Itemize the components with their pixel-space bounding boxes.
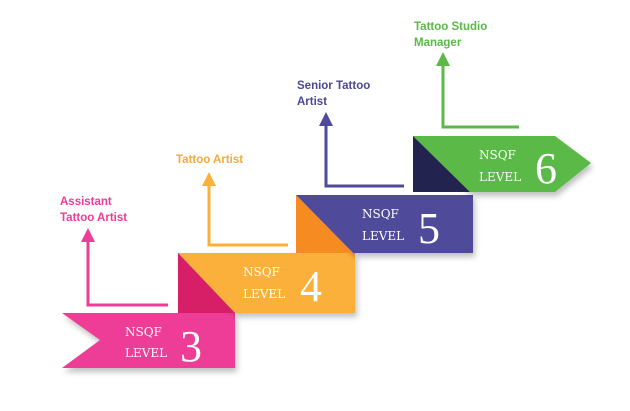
level-4-level-label: LEVEL bbox=[243, 287, 285, 301]
level-4-fold-top bbox=[178, 253, 235, 313]
level-6-banner bbox=[413, 136, 591, 192]
level-4-step: Tattoo Artist NSQF LEVEL 4 bbox=[176, 154, 355, 313]
level-5-role: Senior Tattoo Artist bbox=[297, 80, 373, 108]
level-3-connector bbox=[86, 238, 168, 307]
level-5-level-label: LEVEL bbox=[362, 229, 404, 243]
level-3-step: Assistant Tattoo Artist NSQF LEVEL 3 bbox=[60, 196, 235, 371]
level-3-nsqf-label: NSQF bbox=[125, 325, 162, 339]
level-5-fold bbox=[296, 195, 353, 253]
level-6-number: 6 bbox=[535, 144, 557, 193]
level-4-number: 4 bbox=[300, 262, 322, 311]
level-6-nsqf-label: NSQF bbox=[479, 148, 516, 162]
level-5-arrowhead bbox=[319, 112, 333, 126]
level-4-arrowhead bbox=[202, 172, 216, 186]
level-3-role: Assistant Tattoo Artist bbox=[60, 196, 127, 224]
level-3-number: 3 bbox=[180, 322, 202, 371]
level-6-step: Tattoo Studio Manager NSQF LEVEL 6 bbox=[413, 21, 591, 193]
level-6-fold bbox=[413, 136, 470, 192]
level-4-nsqf-label: NSQF bbox=[243, 265, 280, 279]
level-3-level-label: LEVEL bbox=[125, 346, 167, 360]
level-4-connector bbox=[207, 182, 288, 247]
level-5-connector bbox=[324, 122, 404, 188]
level-3-banner bbox=[62, 313, 235, 368]
level-6-level-label: LEVEL bbox=[479, 170, 521, 184]
level-5-nsqf-label: NSQF bbox=[362, 207, 399, 221]
level-6-role: Tattoo Studio Manager bbox=[414, 21, 490, 49]
level-5-number: 5 bbox=[418, 204, 440, 253]
level-3-arrowhead bbox=[81, 228, 95, 242]
level-4-banner bbox=[178, 253, 355, 313]
level-4-role: Tattoo Artist bbox=[176, 154, 243, 166]
level-6-arrowhead bbox=[436, 52, 450, 66]
level-6-connector bbox=[441, 62, 519, 129]
level-5-banner bbox=[296, 195, 473, 253]
level-5-step: Senior Tattoo Artist NSQF LEVEL 5 bbox=[296, 80, 473, 253]
